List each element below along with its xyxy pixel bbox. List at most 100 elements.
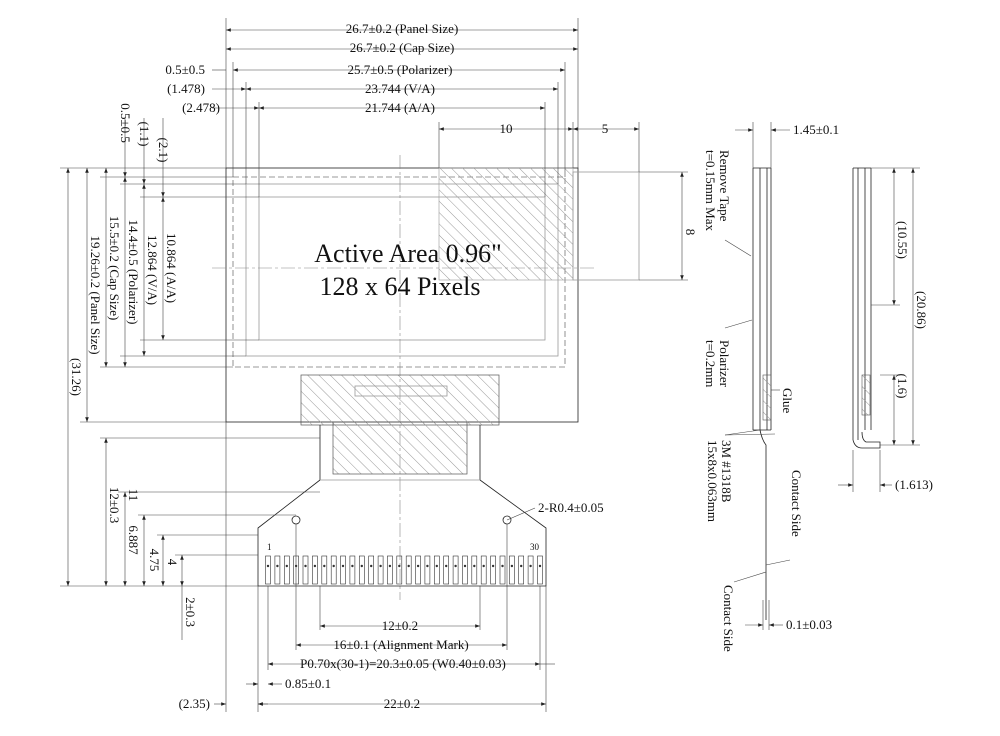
dim-total-height: (31.26) [69,358,84,396]
fpc-pin [509,555,515,585]
front-view: Active Area 0.96" 128 x 64 Pixels 1 30 2… [60,18,698,712]
fpc-pin [537,555,543,585]
dim-polarizer-offset-v: 0.5±0.5 [118,103,133,143]
stiffener-area [332,421,468,475]
fpc-pin-dot [491,564,495,568]
fpc-pin-dot [473,564,476,568]
fpc-pin-dot [388,564,392,568]
dim-panel-height: 19.26±0.2 (Panel Size) [88,235,103,354]
fpc-pin [415,555,421,585]
polarizer-label: Polarizer [717,340,732,388]
right-view: (10.55) (20.86) (1.6) (1.613) [838,167,933,492]
dim-va-height: 12.864 (V/A) [145,235,160,305]
dim-va-width: 23.744 (V/A) [365,81,435,96]
bottom-dimensions: 12±0.2 16±0.1 (Alignment Mark) P0.70x(30… [179,422,555,712]
dim-1613: (1.613) [895,477,933,492]
active-area-pixels: 128 x 64 Pixels [319,272,480,301]
tape-label: 3M #1318B [719,440,734,503]
left-dimensions: (31.26) 19.26±0.2 (Panel Size) 15.5±0.2 … [60,103,320,640]
fpc-pin-dot [538,564,542,568]
fpc-pin-dot [313,564,317,568]
fpc-pin-dot [304,564,307,568]
dim-tape-10: 10 [500,121,513,136]
driver-ic-area [300,374,500,426]
fpc-pin-dot [285,564,288,568]
fpc-pin [368,555,375,585]
dim-aa-offset-v: (2.1) [156,138,171,163]
fpc-pin [312,555,318,585]
dim-cap-width: 26.7±0.2 (Cap Size) [350,40,455,55]
dim-cap-height: 15.5±0.2 (Cap Size) [107,216,122,321]
fpc-pin-dot [520,564,523,568]
dim-panel-width: 26.7±0.2 (Panel Size) [346,21,459,36]
fpc-pin [377,555,384,585]
dim-polarizer-width: 25.7±0.5 (Polarizer) [348,62,453,77]
fpc-pin [283,555,290,585]
dim-edge-085: 0.85±0.1 [285,676,331,691]
dim-fpc-thickness: 0.1±0.03 [786,617,832,632]
remove-tape-label: Remove Tape [717,150,732,222]
fpc-pin-dot [435,564,438,568]
tape-extension [572,171,640,281]
fpc-pin [527,555,534,585]
dim-edge-235: (2.35) [179,696,210,711]
dim-aa-height: 10.864 (A/A) [164,233,179,303]
side-view: 1.45±0.1 Remove Tape t=0.15mm Max Polari… [703,122,839,652]
dim-tape-5: 5 [602,121,609,136]
pin-1-label: 1 [267,542,272,552]
hole-label: 2-R0.4±0.05 [538,500,604,515]
fpc-pin [480,555,487,585]
polarizer-thickness: t=0.2mm [703,340,718,387]
fpc-pin [358,555,365,585]
fpc-pin-dot [370,564,373,568]
fpc-pin [302,555,309,585]
fpc-pin [340,555,346,585]
alignment-hole-left [291,515,301,525]
fpc-pin-dot [332,564,335,568]
fpc-pin [452,555,459,585]
dim-1055: (10.55) [895,221,910,259]
fpc-pin [433,555,440,585]
dim-16: (1.6) [895,374,910,399]
fpc-pin-dot [407,564,410,568]
dim-fpc-11: 11 [126,489,141,502]
dim-fpc-6887: 6.887 [126,525,141,555]
dim-pitch-formula: P0.70x(30-1)=20.3±0.05 (W0.40±0.03) [300,656,506,671]
fpc-pin-dot [445,564,448,568]
fpc-pin [265,555,271,585]
dim-aa-offset: (2.478) [182,100,220,115]
fpc-pin-dot [510,564,514,568]
dim-fpc-475: 4.75 [147,549,162,572]
fpc-pin-dot [463,564,467,568]
fpc-pin [396,555,403,585]
glue-area [762,374,772,421]
fpc-pin-dot [454,564,457,568]
fpc-pin [490,555,496,585]
contact-side-bottom: Contact Side [721,585,736,652]
dim-tape-height: 8 [683,229,698,236]
dim-width-22: 22±0.2 [384,696,420,711]
pin-30-label: 30 [530,542,540,552]
fpc-pin [424,555,431,585]
fpc-pin-dot [276,564,279,568]
fpc-pin-dot [360,564,363,568]
dim-polarizer-offset: 0.5±0.5 [165,62,205,77]
tape-size: 15x8x0.063mm [705,440,720,522]
contact-side-top: Contact Side [789,470,804,537]
fpc-pin-dot [323,564,326,568]
active-area-title: Active Area 0.96" [314,239,502,268]
fpc-pin-dot [482,564,485,568]
fpc-pin [462,555,468,585]
fpc-pin [349,555,356,585]
dim-fpc-4: 4 [165,559,180,566]
fpc-pin [330,555,337,585]
remove-tape [438,167,574,281]
dim-va-offset-v: (1.1) [137,122,152,147]
dim-thickness: 1.45±0.1 [793,122,839,137]
fpc-pin-dot [341,564,345,568]
fpc-pin [443,555,450,585]
fpc-pin-dot [416,564,420,568]
fpc-pin [499,555,506,585]
fpc-pins [265,555,543,585]
